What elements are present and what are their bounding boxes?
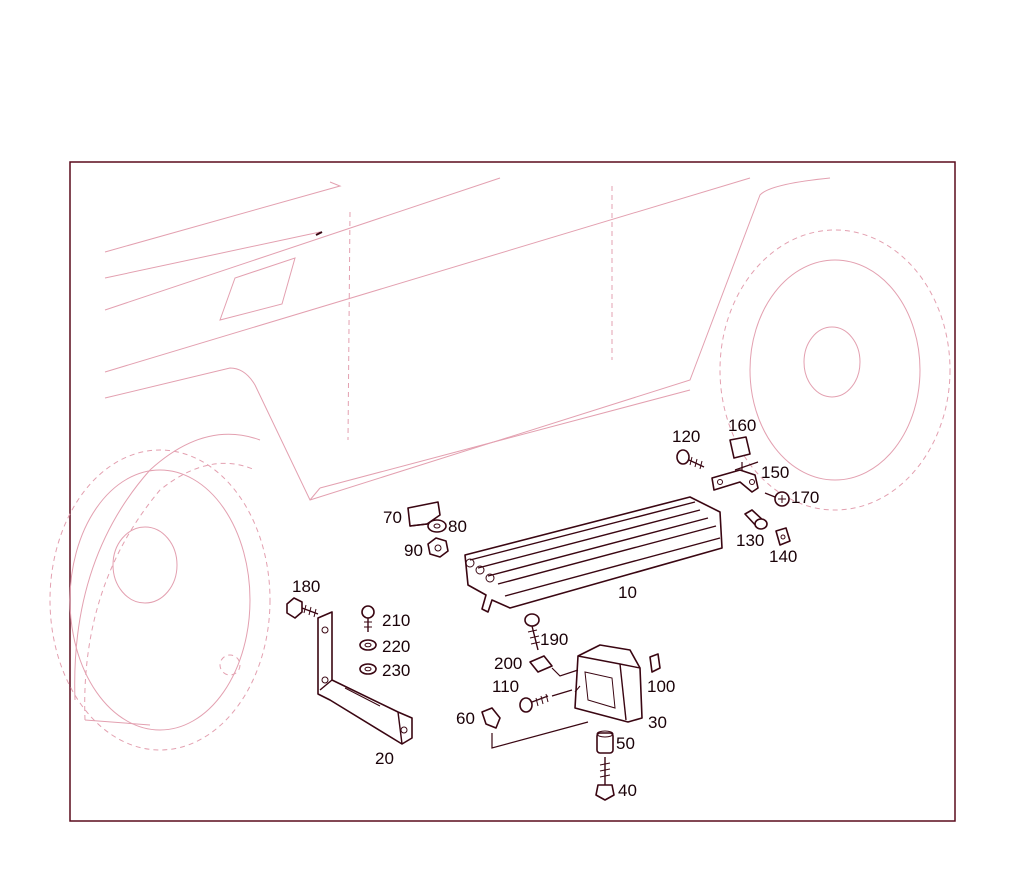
callout-20: 20	[375, 749, 394, 768]
clip-160-part	[729, 436, 759, 471]
washer-230-part	[359, 663, 377, 675]
screw-120-part	[676, 449, 705, 470]
callout-120: 120	[672, 427, 700, 446]
screw-40-part	[595, 757, 615, 801]
callout-230: 230	[382, 661, 410, 680]
washer-80-part	[427, 519, 447, 533]
support-bracket-part	[317, 611, 413, 745]
clip-nut-200-part	[529, 655, 579, 677]
callout-labels: 10 20 30 40 50 60 70 80 90 100 110 120 1…	[292, 416, 819, 800]
callout-180: 180	[292, 577, 320, 596]
callout-140: 140	[769, 547, 797, 566]
callout-130: 130	[736, 531, 764, 550]
bracket-70-part	[407, 501, 441, 527]
vehicle-ghost-outline	[49, 177, 951, 751]
callout-30: 30	[648, 713, 667, 732]
callout-40: 40	[618, 781, 637, 800]
clip-100-part	[649, 653, 661, 673]
callout-110: 110	[492, 677, 519, 696]
callout-80: 80	[448, 517, 467, 536]
callout-10: 10	[618, 583, 637, 602]
callout-150: 150	[761, 463, 789, 482]
callout-220: 220	[382, 637, 410, 656]
bracket-150-part	[711, 462, 759, 493]
screw-170-part	[764, 491, 790, 507]
sleeve-50-part	[596, 730, 614, 754]
clip-nut-60-part	[481, 707, 589, 749]
screw-210-part	[361, 605, 375, 632]
callout-50: 50	[616, 734, 635, 753]
callout-90: 90	[404, 541, 423, 560]
diagram-frame	[69, 161, 956, 822]
spacer-130-part	[744, 509, 768, 530]
callout-100: 100	[647, 677, 675, 696]
clip-140-part	[775, 527, 791, 546]
callout-170: 170	[791, 488, 819, 507]
callout-60: 60	[456, 709, 475, 728]
callout-160: 160	[728, 416, 756, 435]
callout-190: 190	[540, 630, 568, 649]
callout-70: 70	[383, 508, 402, 527]
callout-200: 200	[494, 654, 522, 673]
washer-220-part	[359, 639, 377, 651]
mount-block-part	[574, 644, 643, 723]
callout-210: 210	[382, 611, 410, 630]
bolt-180-part	[286, 597, 319, 619]
step-board-part	[464, 496, 723, 613]
screw-110-part	[519, 689, 573, 713]
screw-190-part	[524, 613, 541, 651]
hex-nut-90-part	[427, 537, 449, 558]
